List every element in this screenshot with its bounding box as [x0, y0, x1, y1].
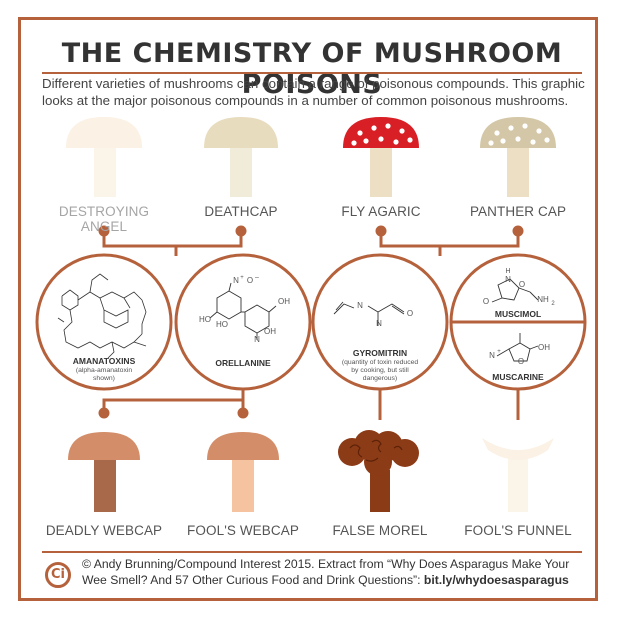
muscimol-atom-o-ring: O — [518, 280, 526, 289]
amanatoxins-note: (alpha-amanatoxin shown) — [75, 367, 133, 382]
footer-divider — [42, 551, 582, 553]
panther-cap-mushroom — [480, 117, 556, 197]
compound-interest-logo: Ci — [45, 562, 71, 588]
orellanine-ho-2: HO — [216, 320, 228, 329]
fly-agaric-mushroom — [343, 117, 419, 197]
orellanine-ho-1: HO — [199, 315, 211, 324]
orellanine-atom-n-top: N — [233, 276, 239, 285]
footer-credit-text: © Andy Brunning/Compound Interest 2015. … — [82, 557, 570, 587]
footer-link[interactable]: bit.ly/whydoesasparagus — [423, 573, 569, 587]
connector-bottom-left — [102, 390, 245, 412]
gyromitrin-name: GYROMITRIN — [352, 348, 408, 358]
deathcap-label: DEATHCAP — [204, 204, 278, 219]
muscimol-atom-h: H — [505, 268, 511, 275]
gyromitrin-note: (quantity of toxin reduced by cooking, b… — [341, 359, 419, 382]
gyromitrin-structure — [333, 301, 405, 326]
orellanine-atom-n-bottom: N — [254, 335, 260, 344]
gyromitrin-atom-n1: N — [357, 301, 363, 310]
orellanine-oh-2: OH — [264, 327, 276, 336]
gyromitrin-circle — [311, 253, 449, 391]
fly-agaric-label: FLY AGARIC — [341, 204, 421, 219]
muscarine-oh: OH — [538, 343, 550, 352]
deathcap-mushroom — [204, 117, 278, 197]
connector-top-right — [379, 234, 520, 248]
gyromitrin-atom-o: O — [406, 309, 414, 318]
muscarine-structure — [496, 333, 539, 362]
orellanine-charge-plus: + — [240, 275, 244, 281]
destroying-angel-mushroom — [66, 117, 142, 197]
muscimol-atom-n: N — [505, 275, 511, 284]
fools-webcap-mushroom — [207, 432, 279, 512]
muscarine-charge-plus: + — [497, 349, 501, 355]
orellanine-circle — [174, 253, 312, 391]
orellanine-oh-1: OH — [278, 297, 290, 306]
fools-funnel-label: FOOL'S FUNNEL — [464, 523, 572, 538]
muscimol-name: MUSCIMOL — [494, 309, 542, 319]
footer-credit: © Andy Brunning/Compound Interest 2015. … — [82, 556, 587, 588]
muscimol-subscript-2: 2 — [551, 301, 555, 307]
orellanine-charge-minus: – — [255, 274, 259, 281]
deadly-webcap-label: DEADLY WEBCAP — [45, 523, 163, 538]
amanatoxins-name: AMANATOXINS — [72, 356, 136, 366]
fools-funnel-mushroom — [482, 438, 554, 512]
false-morel-label: FALSE MOREL — [332, 523, 428, 538]
amanatoxin-structure — [57, 273, 147, 359]
fools-webcap-label: FOOL'S WEBCAP — [187, 523, 299, 538]
connector-top-left — [102, 234, 243, 248]
muscimol-structure — [491, 278, 539, 303]
page-title: THE CHEMISTRY OF MUSHROOM POISONS — [61, 38, 563, 100]
muscarine-name: MUSCARINE — [492, 372, 544, 382]
deadly-webcap-mushroom — [68, 432, 140, 512]
orellanine-structure — [209, 282, 277, 340]
muscimol-nh: NH — [537, 295, 549, 304]
muscimol-atom-o: O — [482, 297, 490, 306]
gyromitrin-atom-n2: N — [376, 319, 382, 328]
muscarine-atom-n: N — [489, 351, 495, 360]
intro-text: Different varieties of mushrooms can con… — [42, 76, 585, 108]
title-divider — [42, 72, 582, 74]
orellanine-atom-o: O — [246, 276, 254, 285]
orellanine-name: ORELLANINE — [215, 358, 271, 368]
destroying-angel-label: DESTROYING ANGEL — [58, 204, 150, 234]
false-morel-mushroom — [338, 430, 419, 512]
connector-lines — [98, 225, 524, 420]
muscarine-atom-o: O — [517, 357, 525, 366]
panther-cap-label: PANTHER CAP — [469, 204, 567, 219]
